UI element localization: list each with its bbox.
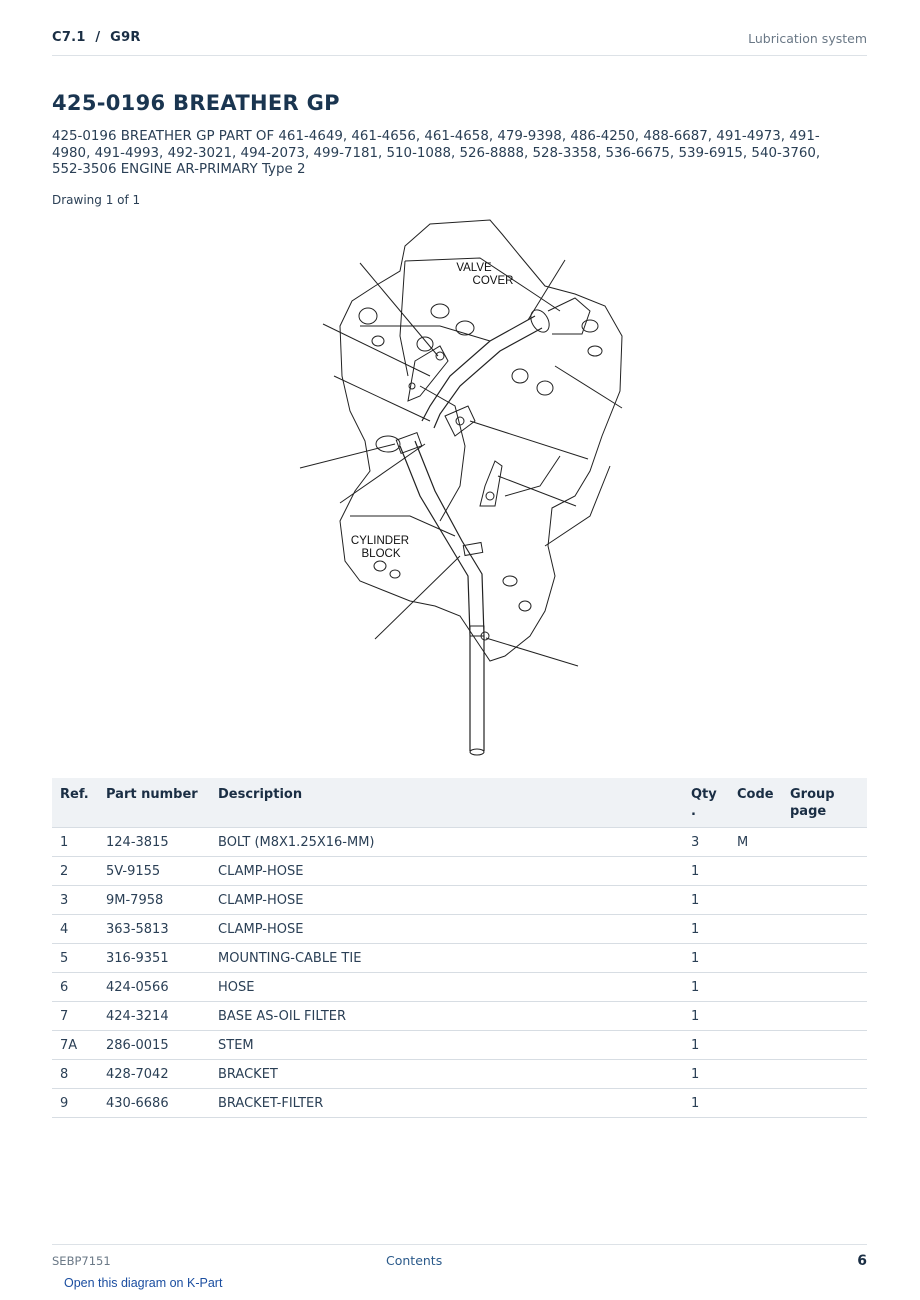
cell-ref: 8 (52, 1059, 98, 1089)
cell-ref: 2 (52, 856, 98, 886)
valve-cover-label-line1: VALVE (456, 262, 492, 274)
parts-table-header: Ref. Part number Description Qty . Code … (52, 778, 867, 828)
cell-description: CLAMP-HOSE (210, 885, 683, 915)
cell-group-page (782, 827, 867, 857)
cell-ref: 4 (52, 914, 98, 944)
cell-description: BRACKET-FILTER (210, 1088, 683, 1118)
cell-part-number: 316-9351 (98, 943, 210, 973)
contents-link[interactable]: Contents (386, 1253, 443, 1268)
parts-table: Ref. Part number Description Qty . Code … (52, 778, 867, 1118)
cell-description: CLAMP-HOSE (210, 914, 683, 944)
cell-code (729, 885, 782, 915)
column-header-group-page: Group page (782, 778, 867, 828)
cell-ref: 9 (52, 1088, 98, 1118)
cell-part-number: 363-5813 (98, 914, 210, 944)
page-number: 6 (857, 1253, 867, 1269)
column-header-code: Code (729, 778, 782, 828)
cell-qty: 1 (683, 885, 729, 915)
cell-qty: 1 (683, 856, 729, 886)
cell-group-page (782, 943, 867, 973)
cell-group-page (782, 972, 867, 1002)
cell-description: BOLT (M8X1.25X16-MM) (210, 827, 683, 857)
cell-ref: 6 (52, 972, 98, 1002)
cell-qty: 1 (683, 1030, 729, 1060)
parts-diagram: VALVE COVER CYLINDER BLOCK (290, 216, 635, 761)
cell-qty: 1 (683, 1059, 729, 1089)
cell-qty: 1 (683, 943, 729, 973)
cell-group-page (782, 1059, 867, 1089)
column-header-part-number: Part number (98, 778, 210, 828)
cell-code (729, 1030, 782, 1060)
cell-part-number: 424-0566 (98, 972, 210, 1002)
cell-code (729, 943, 782, 973)
section-category: Lubrication system (748, 31, 867, 46)
cell-code (729, 1059, 782, 1089)
engine-breather-illustration: VALVE COVER CYLINDER BLOCK (299, 219, 623, 756)
drawing-counter: Drawing 1 of 1 (52, 193, 141, 207)
page-footer: SEBP7151 Contents 6 (52, 1244, 867, 1274)
cell-ref: 5 (52, 943, 98, 973)
open-kpart-link[interactable]: Open this diagram on K-Part (64, 1276, 223, 1290)
cell-part-number: 424-3214 (98, 1001, 210, 1031)
cell-code (729, 1088, 782, 1118)
cell-description: BASE AS-OIL FILTER (210, 1001, 683, 1031)
cell-part-number: 430-6686 (98, 1088, 210, 1118)
cylinder-block-label-line1: CYLINDER (351, 535, 409, 547)
cylinder-block-label-line2: BLOCK (362, 548, 401, 560)
cell-description: MOUNTING-CABLE TIE (210, 943, 683, 973)
valve-cover-label-line2: COVER (473, 275, 514, 287)
cell-part-number: 9M-7958 (98, 885, 210, 915)
cell-description: BRACKET (210, 1059, 683, 1089)
part-description: 425-0196 BREATHER GP PART OF 461-4649, 4… (52, 129, 821, 177)
cell-ref: 3 (52, 885, 98, 915)
cell-ref: 7 (52, 1001, 98, 1031)
cell-part-number: 5V-9155 (98, 856, 210, 886)
cell-group-page (782, 885, 867, 915)
cell-group-page (782, 1088, 867, 1118)
cell-group-page (782, 856, 867, 886)
cell-code: M (729, 827, 782, 857)
page-title: 425-0196 BREATHER GP (52, 91, 340, 115)
cell-description: STEM (210, 1030, 683, 1060)
cell-code (729, 972, 782, 1002)
cell-part-number: 428-7042 (98, 1059, 210, 1089)
cell-ref: 7A (52, 1030, 98, 1060)
cell-ref: 1 (52, 827, 98, 857)
column-header-description: Description (210, 778, 683, 828)
cell-qty: 1 (683, 1088, 729, 1118)
column-header-qty: Qty . (683, 778, 729, 828)
cell-qty: 1 (683, 972, 729, 1002)
cell-qty: 3 (683, 827, 729, 857)
cell-code (729, 856, 782, 886)
cell-group-page (782, 1001, 867, 1031)
section-code: C7.1 / G9R (52, 30, 141, 45)
cell-part-number: 286-0015 (98, 1030, 210, 1060)
cell-code (729, 914, 782, 944)
document-id: SEBP7151 (52, 1254, 111, 1268)
cell-description: CLAMP-HOSE (210, 856, 683, 886)
cell-description: HOSE (210, 972, 683, 1002)
cell-part-number: 124-3815 (98, 827, 210, 857)
cell-code (729, 1001, 782, 1031)
cell-qty: 1 (683, 914, 729, 944)
column-header-ref: Ref. (52, 778, 98, 828)
cell-qty: 1 (683, 1001, 729, 1031)
page-header: C7.1 / G9R Lubrication system (52, 28, 867, 56)
cell-group-page (782, 914, 867, 944)
cell-group-page (782, 1030, 867, 1060)
